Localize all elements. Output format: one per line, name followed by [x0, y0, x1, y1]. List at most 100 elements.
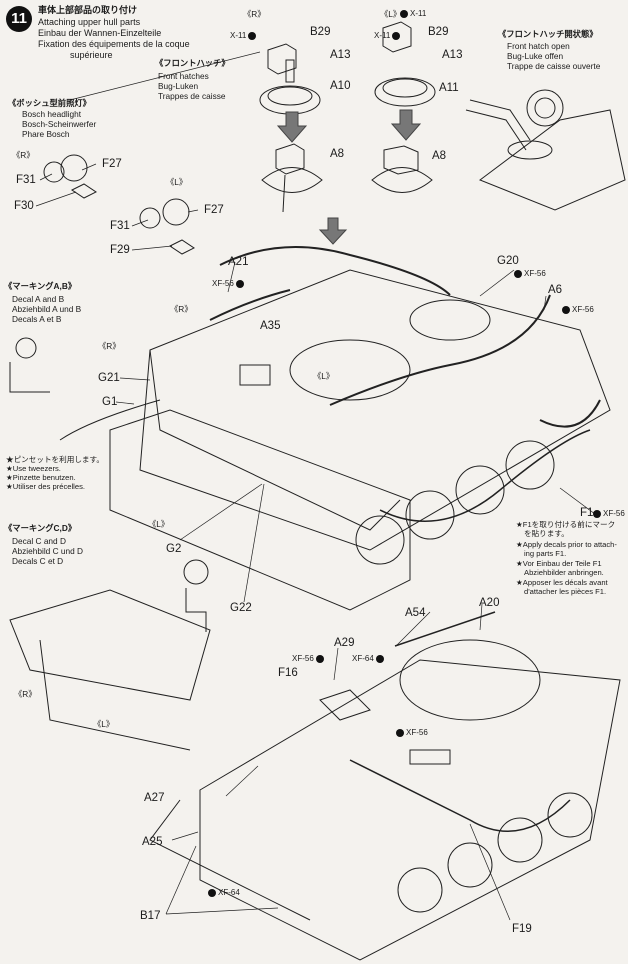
part-label-g1: G1	[102, 396, 118, 408]
side-mark-r-headlight: 《R》	[12, 150, 35, 160]
side-mark-r-decal: 《R》	[14, 689, 37, 699]
front-hatches-title-de: Bug-Luken	[158, 81, 199, 91]
part-label-a8-l: A8	[432, 150, 447, 162]
decal-inset-drawings	[9, 337, 211, 751]
part-label-a25: A25	[142, 836, 163, 848]
upper-hull-middle-drawing	[59, 246, 611, 611]
paint-dot-icon	[375, 654, 384, 663]
part-label-b29-l: B29	[428, 26, 449, 38]
part-label-a35: A35	[260, 320, 281, 332]
part-label-a6: A6	[548, 284, 563, 296]
step-title-fr-cont: supérieure	[70, 50, 113, 60]
side-mark-r-hatch: 《R》	[243, 9, 266, 19]
part-label-a13-l: A13	[442, 49, 463, 61]
paint-callout-xf56-f16: XF-56	[292, 654, 326, 663]
marking-cd-line3: Decals C et D	[12, 556, 64, 566]
part-label-a27: A27	[144, 792, 165, 804]
part-label-a11: A11	[439, 82, 459, 94]
paint-dot-icon	[315, 654, 324, 663]
hatch-open-title-de: Bug-Luke offen	[507, 51, 564, 61]
tweezers-note-jp: ★ピンセットを利用します。	[6, 455, 104, 464]
open-hatch-drawing	[465, 89, 626, 211]
part-label-g20: G20	[497, 255, 519, 267]
f1-note-fr1: ★Apposer les décals avant	[516, 578, 608, 587]
marking-ab-title-jp: 《マーキングA,B》	[4, 281, 77, 291]
f1-note-jp2: を貼ります。	[524, 529, 569, 538]
step-number-badge: 11	[6, 6, 32, 32]
side-mark-r-g21: 《R》	[98, 341, 121, 351]
hatch-open-title-fr: Trappe de caisse ouverte	[507, 61, 601, 71]
part-label-a13-r: A13	[330, 49, 351, 61]
paint-callout-xf64-a29: XF-64	[352, 654, 386, 663]
f1-note-en1: ★Apply decals prior to attach-	[516, 540, 617, 549]
paint-dot-icon	[392, 31, 401, 40]
front-hatches-title-jp: 《フロントハッチ》	[155, 58, 230, 68]
f1-note-de1: ★Vor Einbau der Teile F1	[516, 559, 602, 568]
paint-callout-x11-r: X-11	[230, 31, 258, 40]
f1-note-de2: Abziehbilder anbringen.	[524, 568, 604, 577]
marking-ab-line2: Abziehbild A und B	[12, 304, 82, 314]
side-mark-l-headlight: 《L》	[166, 177, 188, 187]
paint-dot-icon	[208, 888, 216, 897]
part-label-f19: F19	[512, 923, 532, 935]
paint-dot-icon	[593, 509, 601, 518]
headlight-title-fr: Phare Bosch	[22, 129, 70, 139]
part-label-f31-r: F31	[16, 174, 36, 186]
paint-callout-xf56-center: XF-56	[394, 728, 428, 737]
step-title-fr: Fixation des équipements de la coque	[38, 39, 190, 49]
part-label-f1: F1	[580, 507, 594, 519]
paint-callout-xf56-g20: XF-56	[512, 269, 546, 278]
part-label-a20: A20	[479, 597, 500, 609]
hatch-open-title-en: Front hatch open	[507, 41, 570, 51]
part-label-f27-l: F27	[204, 204, 224, 216]
headlight-title-en: Bosch headlight	[22, 109, 82, 119]
paint-dot-icon	[248, 31, 257, 40]
part-label-f16: F16	[278, 667, 298, 679]
paint-callout-x11-l: X-11	[398, 9, 426, 18]
side-mark-l-hull: 《L》	[313, 371, 335, 381]
headlight-title-de: Bosch-Scheinwerfer	[22, 119, 97, 129]
paint-dot-icon	[400, 9, 408, 18]
marking-cd-line1: Decal C and D	[12, 536, 66, 546]
upper-hull-lower-drawing	[149, 611, 621, 961]
part-label-f29: F29	[110, 244, 130, 256]
f1-note-fr2: d'attacher les pièces F1.	[524, 587, 607, 596]
tweezers-note-en: ★Use tweezers.	[6, 464, 61, 473]
part-label-g2: G2	[166, 543, 182, 555]
f1-note-en2: ing parts F1.	[524, 549, 567, 558]
part-label-g22: G22	[230, 602, 252, 614]
paint-dot-icon	[562, 305, 570, 314]
front-hatch-left-drawing	[371, 21, 436, 193]
part-label-a8-r: A8	[330, 148, 345, 160]
marking-ab-line3: Decals A et B	[12, 314, 62, 324]
paint-callout-x11-l2: X-11	[374, 31, 402, 40]
hatch-open-title-jp: 《フロントハッチ開状態》	[498, 29, 598, 39]
tweezers-note-de: ★Pinzette benutzen.	[6, 473, 76, 482]
marking-ab-line1: Decal A and B	[12, 294, 65, 304]
side-mark-l-hatch: 《L》	[380, 9, 402, 19]
front-hatches-title-en: Front hatches	[158, 71, 209, 81]
part-label-a29: A29	[334, 637, 355, 649]
part-label-a54: A54	[405, 607, 426, 619]
paint-callout-xf56-a6: XF-56	[560, 305, 594, 314]
marking-cd-line2: Abziehbild C und D	[12, 546, 84, 556]
part-label-g21: G21	[98, 372, 120, 384]
side-mark-l-decal: 《L》	[93, 719, 115, 729]
part-label-a21: A21	[228, 256, 249, 268]
marking-cd-title-jp: 《マーキングC,D》	[4, 523, 77, 533]
side-mark-l-g2: 《L》	[148, 519, 170, 529]
front-hatches-title-fr: Trappes de caisse	[158, 91, 226, 101]
part-label-f31-l: F31	[110, 220, 130, 232]
f1-note-jp1: ★F1を取り付ける前にマーク	[516, 520, 616, 529]
step-title-jp: 車体上部部品の取り付け	[38, 5, 138, 15]
part-label-f27-r: F27	[102, 158, 122, 170]
part-label-b17: B17	[140, 910, 161, 922]
paint-dot-icon	[396, 728, 404, 737]
paint-callout-xf56-f1: XF-56	[591, 509, 625, 518]
headlight-title-jp: 《ボッシュ型前照灯》	[8, 98, 91, 108]
paint-callout-xf64-b17: XF-64	[206, 888, 240, 897]
paint-callout-xf56-a21: XF-56	[212, 279, 246, 288]
step-title-de: Einbau der Wannen-Einzelteile	[38, 28, 162, 38]
part-label-a10: A10	[330, 80, 351, 92]
